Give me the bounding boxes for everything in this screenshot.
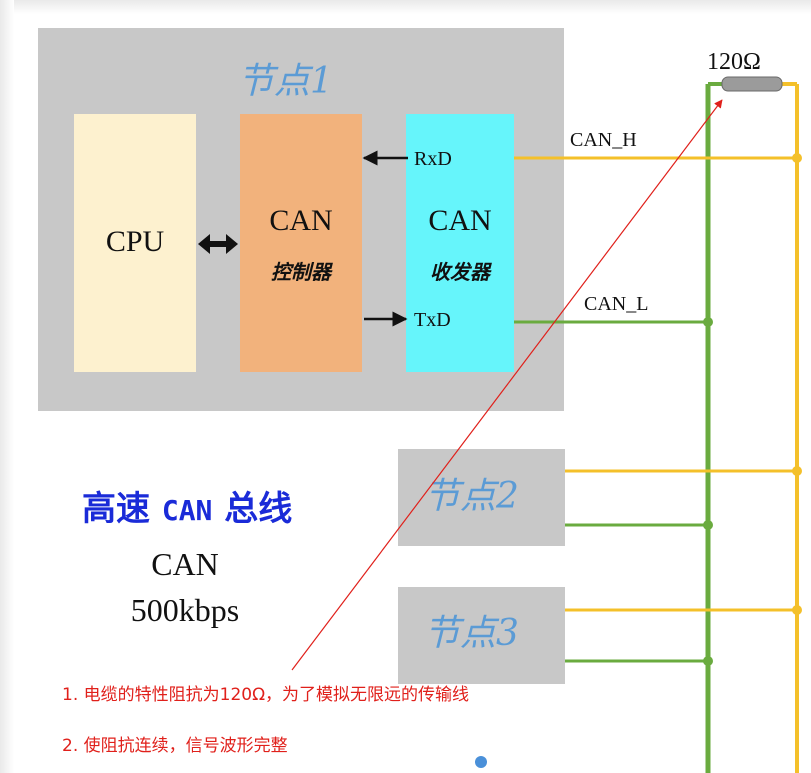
can-controller-line2: 控制器 [271,260,331,284]
node-1-title: 节点1 [238,61,333,102]
can-transceiver-line2: 收发器 [430,260,490,284]
cpu-label: CPU [105,225,165,258]
note-2: 2. 使阻抗连续，信号波形完整 [62,736,288,756]
window-edge-top [0,0,811,14]
window-edge-left [0,0,14,773]
can-transceiver-block: CAN 收发器 [406,114,514,372]
bus-title: 高速 CAN 总线 [82,492,292,526]
cpu-controller-double-arrow-icon [198,234,238,254]
can-l-label: CAN_L [584,293,649,315]
bus-rate-line2: 500kbps [130,592,240,628]
bus-title-mid: CAN [161,494,213,527]
bus-rate-line1: CAN [151,546,219,582]
junction-dot [792,153,802,163]
bus-title-suffix: 总线 [212,489,293,529]
annotation-arrow [291,99,723,671]
junction-dot [703,317,713,327]
note-1: 1. 电缆的特性阻抗为120Ω，为了模拟无限远的传输线 [62,685,470,705]
can-h-label: CAN_H [570,129,637,151]
can-controller-line1: CAN [269,204,333,237]
junction-dot [792,466,802,476]
node-2-box [398,449,565,546]
node-2-title: 节点2 [424,476,519,517]
bus-title-prefix: 高速 [82,489,162,529]
can-transceiver-line1: CAN [428,204,492,237]
resistor-label: 120Ω [707,49,761,75]
node-3-box [398,587,565,684]
junction-dot [792,605,802,615]
rxd-label: RxD [414,148,452,170]
junction-dot [703,520,713,530]
junction-dot [703,656,713,666]
cursor-dot [475,756,487,768]
txd-label: TxD [414,309,451,331]
termination-resistor [721,76,783,92]
can-controller-block: CAN 控制器 [240,114,362,372]
cpu-block: CPU [74,114,196,372]
node-3-title: 节点3 [424,613,519,654]
